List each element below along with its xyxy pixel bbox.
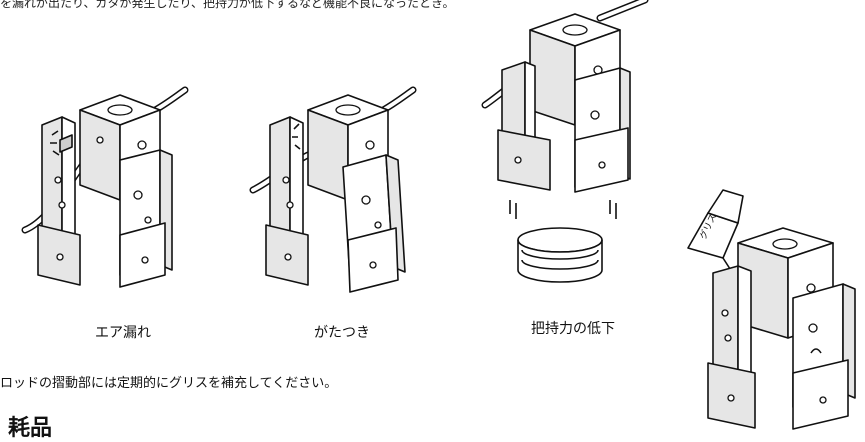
gripper-grip-drop-illustration xyxy=(481,0,649,283)
intro-text: を漏れが出たり、ガタが発生したり、把持力が低下するなど機能不良になったとき。 xyxy=(0,0,455,10)
gripper-rattle-illustration xyxy=(249,86,417,293)
section-heading: 耗品 xyxy=(8,416,53,441)
caption-rattle: がたつき xyxy=(314,325,370,341)
caption-grip-drop: 把持力の低下 xyxy=(531,321,615,337)
gripper-greasing-illustration: グリス xyxy=(687,189,856,430)
maintenance-note: ロッドの摺動部には定期的にグリスを補充してください。 xyxy=(0,376,338,391)
gripper-air-leak-illustration xyxy=(21,86,189,288)
grease-tube-icon: グリス xyxy=(687,189,744,287)
caption-air-leak: エア漏れ xyxy=(95,325,151,341)
